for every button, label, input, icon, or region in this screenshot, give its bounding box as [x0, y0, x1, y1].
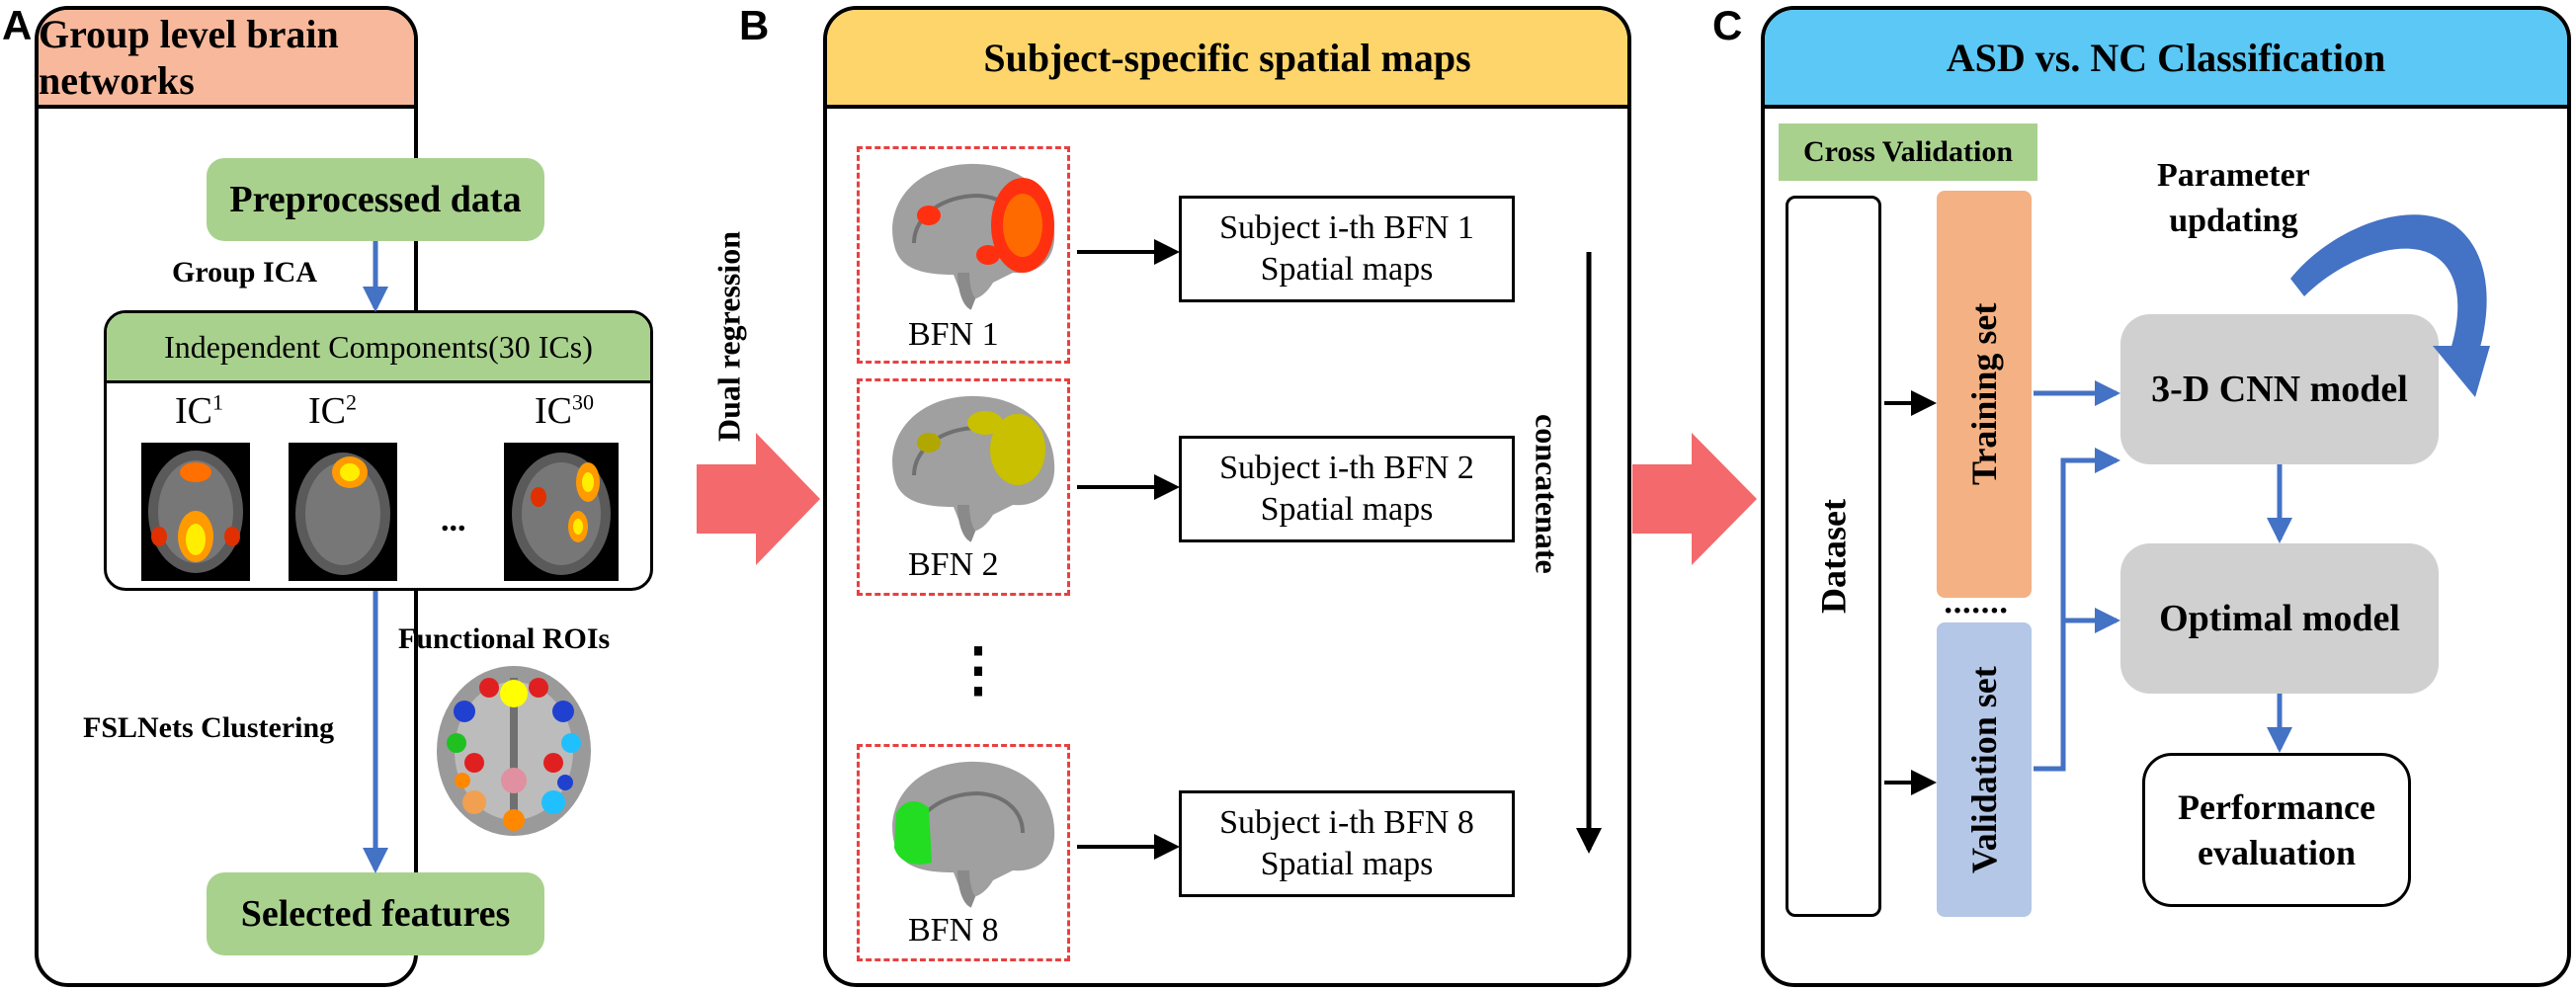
performance-evaluation-line1: Performance: [2178, 787, 2375, 827]
parameter-updating-line1: Parameter: [2157, 157, 2310, 194]
performance-evaluation-line2: evaluation: [2197, 833, 2356, 872]
parameter-updating-line2: updating: [2169, 203, 2298, 239]
ic-ellipsis: ...: [441, 502, 466, 538]
dataset-label: Dataset: [1813, 499, 1854, 614]
panel-a-title: Group level brain networks: [39, 10, 414, 109]
bfn-1-brain-image: [892, 163, 1055, 310]
bfn-8-brain-image: [892, 761, 1055, 908]
group-ica-label: Group ICA: [172, 256, 317, 289]
functional-rois-brain-image: [437, 666, 591, 836]
training-set-box: Training set: [1937, 191, 2032, 598]
dataset-box: Dataset: [1786, 196, 1881, 917]
ic-2-brain-image: [289, 443, 397, 581]
bfn-8-spatial-maps-line1: Subject i-th BFN 8: [1219, 804, 1474, 841]
bfn-2-frame: [857, 378, 1070, 596]
ic-label-2: IC2: [308, 389, 357, 432]
validation-set-label: Validation set: [1964, 666, 2004, 873]
bfn-8-spatial-maps-line2: Spatial maps: [1260, 846, 1434, 882]
bfn-8-frame: [857, 744, 1070, 961]
training-set-label: Training set: [1964, 302, 2004, 486]
performance-evaluation-box: Performance evaluation: [2142, 753, 2411, 907]
parameter-updating-label: Parameter updating: [2157, 153, 2310, 244]
bfn-1-spatial-maps-box: Subject i-th BFN 1 Spatial maps: [1179, 196, 1515, 302]
panel-c-title: ASD vs. NC Classification: [1765, 10, 2567, 109]
bfn-1-spatial-maps-line1: Subject i-th BFN 1: [1219, 209, 1474, 246]
bfn-1-frame: [857, 146, 1070, 364]
independent-components-title: Independent Components(30 ICs): [107, 313, 650, 383]
cross-validation-label: Cross Validation: [1779, 124, 2037, 181]
bfn-2-label: BFN 2: [908, 546, 999, 583]
bfn-2-spatial-maps-box: Subject i-th BFN 2 Spatial maps: [1179, 436, 1515, 542]
big-arrow-b-to-c: [1632, 433, 1757, 565]
validation-set-box: Validation set: [1937, 622, 2032, 917]
panel-c-letter: C: [1712, 2, 1743, 48]
optimal-model-box: Optimal model: [2120, 543, 2439, 694]
bfn-vertical-ellipsis: ⋮: [949, 637, 1008, 702]
bfn-1-spatial-maps-line2: Spatial maps: [1260, 251, 1434, 288]
cnn-model-box: 3-D CNN model: [2120, 314, 2439, 464]
bfn-8-spatial-maps-box: Subject i-th BFN 8 Spatial maps: [1179, 790, 1515, 897]
panel-b-title: Subject-specific spatial maps: [827, 10, 1627, 109]
panel-b-letter: B: [739, 2, 770, 48]
ic-label-1: IC1: [175, 389, 223, 432]
bfn-2-spatial-maps-line1: Subject i-th BFN 2: [1219, 450, 1474, 486]
fslnets-clustering-label: FSLNets Clustering: [83, 711, 335, 744]
ic-30-brain-image: [504, 443, 619, 581]
dual-regression-label: Dual regression: [710, 230, 747, 442]
bfn-2-spatial-maps-line2: Spatial maps: [1260, 491, 1434, 528]
preprocessed-data-box: Preprocessed data: [207, 158, 544, 241]
functional-rois-label: Functional ROIs: [398, 622, 611, 655]
panel-a-letter: A: [2, 2, 33, 48]
bfn-1-label: BFN 1: [908, 316, 999, 353]
ic-1-brain-image: [141, 443, 250, 581]
concatenate-label: concatenate: [1529, 414, 1565, 574]
ic-label-30: IC30: [535, 389, 594, 432]
bfn-2-brain-image: [892, 395, 1055, 542]
selected-features-box: Selected features: [207, 872, 544, 955]
bfn-8-label: BFN 8: [908, 912, 999, 949]
